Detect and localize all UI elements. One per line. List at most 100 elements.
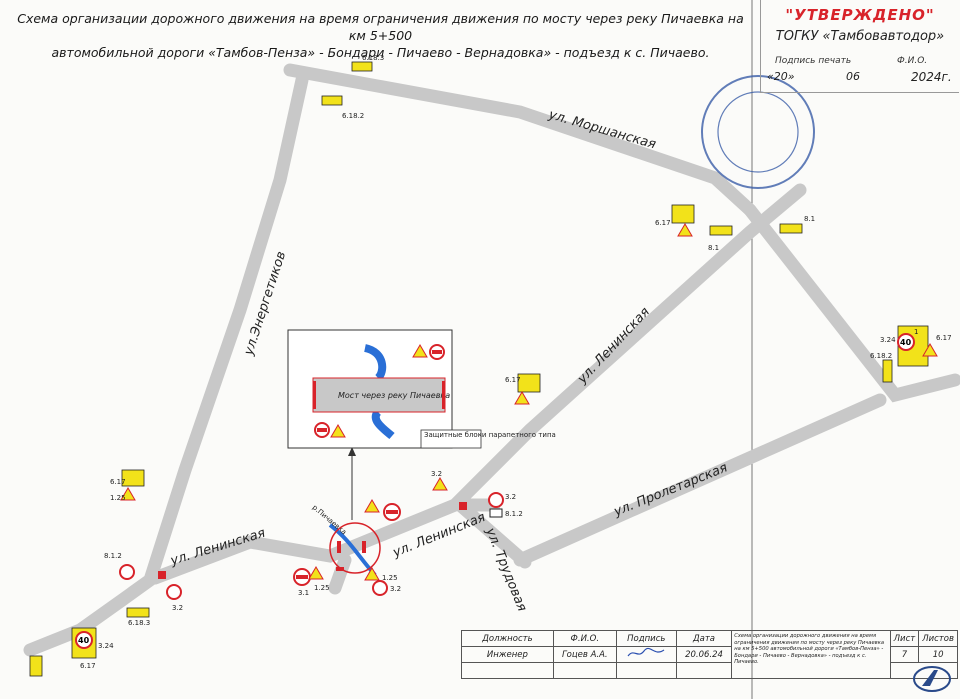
road-energetikov — [23, 73, 309, 657]
inset-river-bottom — [371, 409, 395, 440]
sign-roadworks — [514, 391, 530, 405]
sign-label: 3.24 — [880, 336, 896, 344]
tb-col-sheet: Лист — [889, 630, 920, 647]
tb-empty — [461, 662, 554, 679]
sign-label: 6.18.3 — [362, 54, 384, 62]
tb-empty — [552, 662, 617, 679]
signs-west-junction: 8.1.2 3.2 6.18.3 40 3.24 6.17 6.17 1.25 — [29, 469, 183, 677]
signs-bridge-west: 3.1 1.25 — [293, 566, 330, 597]
sign-no-vehicles — [166, 584, 182, 600]
barrier — [336, 567, 344, 571]
sign-label: 6.17 — [80, 662, 96, 670]
sign-label: 8.1 — [708, 244, 719, 252]
title-block: Должность Ф.И.О. Подпись Дата Схема орга… — [461, 630, 959, 697]
sign-label: 6.18.2 — [342, 112, 364, 120]
tb-role: Инженер — [461, 646, 554, 663]
sign-label: 1.25 — [314, 584, 330, 592]
sign-roadworks — [922, 343, 938, 357]
no-entry-bar — [296, 575, 308, 579]
barrier — [337, 541, 341, 553]
approval-month: 06 — [846, 70, 860, 83]
sign-label: 8.1.2 — [104, 552, 122, 560]
approval-day: «20» — [767, 70, 795, 83]
sign-detour-plate — [126, 607, 150, 618]
sign-roadworks — [120, 487, 136, 501]
sign-label: 1.25 — [110, 494, 126, 502]
barrier — [459, 502, 467, 510]
speed-value: 40 — [78, 636, 90, 645]
barriers — [158, 381, 467, 579]
sign-label: 3.1 — [298, 589, 309, 597]
signature-scribble — [627, 647, 665, 657]
sign-label: 3.2 — [390, 585, 401, 593]
sign-detour-plate — [779, 223, 803, 234]
barrier — [362, 541, 366, 553]
sign-speed-limit — [75, 631, 93, 649]
tb-sheets: 10 — [918, 646, 958, 663]
sign-roadworks — [308, 566, 324, 580]
sign-label: 3.24 — [98, 642, 114, 650]
approval-year: 2024г. — [911, 70, 952, 84]
tb-empty — [889, 662, 959, 679]
inset-bridge — [312, 377, 446, 413]
barrier — [442, 381, 445, 409]
sign-label: 6.17 — [936, 334, 952, 342]
road-morshanskaya — [283, 63, 757, 217]
tb-col-sign: Подпись — [615, 630, 677, 647]
sign-detour-scheme — [517, 373, 541, 393]
street-leninskaya-east: ул. Ленинская — [574, 304, 653, 387]
river-label: р.Пичаевка — [311, 503, 348, 536]
inset-river-top — [363, 344, 387, 382]
sign-label: 6.18.2 — [870, 352, 892, 360]
inset-note: Защитные блоки парапетного типа — [424, 431, 556, 439]
inset-bridge-label: Мост через реку Пичаевка — [338, 391, 450, 400]
barrier — [313, 381, 316, 409]
approval-org: ТОГКУ «Тамбовавтодор» — [775, 29, 945, 44]
sign-label: 6.18.3 — [128, 619, 150, 627]
signs-bridge-east: 1.25 3.2 — [364, 499, 401, 596]
sign-detour-plate — [321, 95, 343, 106]
barrier — [158, 571, 166, 579]
sign-no-vehicles — [119, 564, 135, 580]
sign-label: 8.1.2 — [505, 510, 523, 518]
sign-detour-plate — [351, 61, 373, 72]
sign-detour-plate — [882, 359, 893, 383]
sign-detour-plate — [29, 655, 43, 677]
road-proletarskaya — [513, 393, 887, 567]
tb-date: 20.06.24 — [675, 646, 733, 663]
sign-roadworks — [364, 499, 380, 513]
tb-col-sheets: Листов — [918, 630, 958, 647]
sign-label: Подпись печать — [775, 56, 852, 66]
tb-person: Гоцев А.А. — [552, 646, 617, 663]
approval-block: "УТВЕРЖДЕНО" ТОГКУ «Тамбовавтодор» Подпи… — [760, 0, 959, 93]
sign-speed-limit — [897, 333, 915, 351]
sign-no-vehicles — [372, 580, 388, 596]
stamp-inner-ring — [717, 91, 799, 173]
pointer-arrow — [348, 447, 356, 456]
sign-detour-plate — [709, 225, 733, 236]
tb-empty — [615, 662, 677, 679]
company-logo-icon — [913, 666, 951, 692]
sign-detour-scheme — [121, 469, 145, 487]
tb-col-name: Ф.И.О. — [552, 630, 617, 647]
street-proletarskaya: ул. Пролетарская — [611, 460, 730, 520]
sign-roadworks — [364, 567, 380, 581]
approval-heading: "УТВЕРЖДЕНО" — [785, 6, 935, 24]
sign-label: 1.25 — [382, 574, 398, 582]
sign-label: 1 — [914, 328, 918, 336]
stamp-outer-ring — [701, 75, 815, 189]
no-entry-bar — [386, 510, 398, 514]
signs-east: 40 1 3.24 6.17 6.18.2 — [870, 325, 952, 383]
roads — [23, 63, 960, 657]
tb-col-date: Дата — [675, 630, 733, 647]
title-line-1: Схема организации дорожного движения на … — [17, 11, 744, 43]
approval-stamp — [701, 75, 815, 189]
sign-roadworks — [412, 344, 428, 358]
road-east-diagonal — [743, 203, 960, 403]
sign-detour-scheme — [671, 204, 695, 224]
bridge-zone-circle — [329, 522, 381, 574]
sign-plate — [489, 508, 503, 518]
sign-label: 3.2 — [505, 493, 516, 501]
road-trudovaya — [453, 498, 532, 569]
